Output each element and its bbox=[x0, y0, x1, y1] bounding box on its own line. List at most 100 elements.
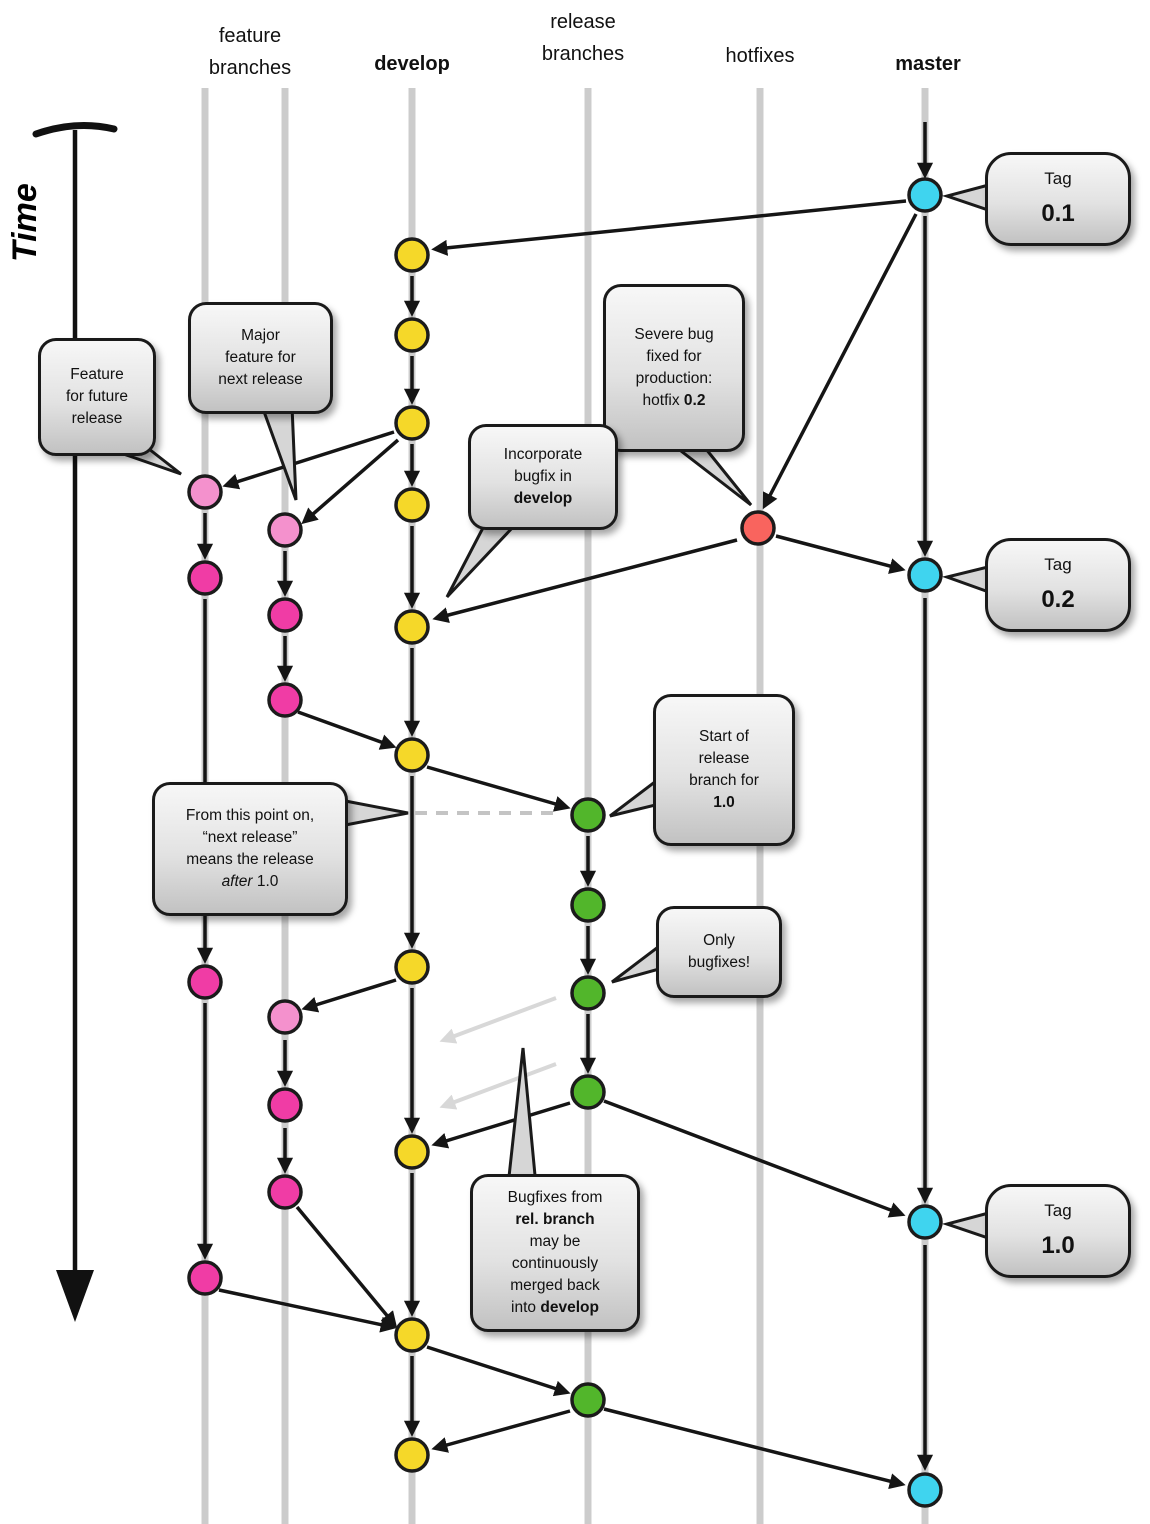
callout-text-line: merged back bbox=[510, 1277, 600, 1294]
commit-feature2-4 bbox=[267, 999, 303, 1035]
commit-develop-7 bbox=[394, 949, 430, 985]
callout-text-line: “next release” bbox=[202, 829, 298, 846]
column-header-line: hotfixes bbox=[725, 45, 795, 67]
commit-feature1-4 bbox=[187, 1260, 223, 1296]
edge-develop9-release5 bbox=[426, 1345, 571, 1397]
commit-master-tag-1-0 bbox=[907, 1204, 943, 1240]
callout-text-line: for future bbox=[65, 388, 129, 405]
callout-text-line: may be bbox=[529, 1233, 581, 1250]
edge-release-develop-hint-2 bbox=[439, 1062, 557, 1110]
edge-master1-hotfix1 bbox=[762, 213, 918, 510]
column-header-release-branches: release branches bbox=[542, 6, 624, 70]
edge-develop3-feature1 bbox=[222, 430, 395, 490]
commit-release-1 bbox=[570, 797, 606, 833]
edge-feature2f-develop9 bbox=[295, 1205, 398, 1328]
commit-develop-5 bbox=[394, 609, 430, 645]
commit-feature2-5 bbox=[267, 1087, 303, 1123]
callout-text-line: rel. branch bbox=[515, 1211, 595, 1228]
commit-feature1-1 bbox=[187, 474, 223, 510]
time-axis-label: Time bbox=[6, 183, 44, 262]
column-header-line: feature bbox=[218, 25, 282, 47]
edge-develop3-feature2 bbox=[301, 438, 400, 525]
callout-text-line: Start of bbox=[699, 728, 749, 745]
callout-tail-bugfixes-merged-back bbox=[506, 1047, 538, 1188]
edge-develop6-release1 bbox=[426, 765, 571, 812]
callout-text-line: Incorporate bbox=[503, 446, 583, 463]
callout-incorporate-bugfix: Incorporate bugfix in develop bbox=[468, 424, 618, 530]
callout-tail-severe-bug bbox=[667, 442, 753, 507]
callout-tail-major-feature bbox=[259, 404, 298, 501]
commit-release-5 bbox=[570, 1382, 606, 1418]
callout-text-line: Feature bbox=[70, 366, 124, 383]
commit-develop-1 bbox=[394, 237, 430, 273]
callout-text-line: into develop bbox=[511, 1299, 599, 1316]
column-header-master: master bbox=[895, 48, 961, 80]
edge-hotfix-master2 bbox=[775, 534, 906, 574]
commit-release-4 bbox=[570, 1074, 606, 1110]
column-header-line: branches bbox=[208, 57, 292, 79]
callout-text-line: branch for bbox=[689, 772, 759, 789]
callout-from-this-point: From this point on, “next release” means t… bbox=[152, 782, 348, 916]
column-header-line: branches bbox=[541, 43, 625, 65]
commit-feature2-2 bbox=[267, 597, 303, 633]
callout-text-line: Bugfixes from bbox=[507, 1189, 603, 1206]
callout-text-line: 1.0 bbox=[1041, 1232, 1075, 1260]
callout-text-line: Major bbox=[241, 327, 280, 344]
callout-tail-from-this-point bbox=[338, 798, 409, 828]
edge-release-develop-hint-1 bbox=[439, 996, 557, 1044]
callout-text-line: fixed for bbox=[646, 348, 702, 365]
callout-text-line: bugfix in bbox=[514, 468, 572, 485]
commit-develop-8 bbox=[394, 1134, 430, 1170]
commit-develop-6 bbox=[394, 737, 430, 773]
commit-feature1-2 bbox=[187, 560, 223, 596]
callout-text-line: release bbox=[71, 410, 123, 427]
callout-text-line: 0.1 bbox=[1041, 200, 1075, 228]
time-axis-arrowhead bbox=[56, 1270, 94, 1322]
callout-text-line: Tag bbox=[1044, 168, 1072, 188]
commit-release-3 bbox=[570, 975, 606, 1011]
commit-develop-2 bbox=[394, 317, 430, 353]
edge-develop7-feature2d bbox=[301, 978, 397, 1013]
edge-hotfix-develop5 bbox=[432, 538, 738, 623]
callout-text-line: Tag bbox=[1044, 1200, 1072, 1220]
commit-master-tag-0-2 bbox=[907, 557, 943, 593]
commit-develop-9 bbox=[394, 1317, 430, 1353]
edge-feature1d-develop9 bbox=[218, 1288, 397, 1333]
callout-feature-future: Feature for future release bbox=[38, 338, 156, 456]
callout-text-line: develop bbox=[513, 490, 573, 507]
callout-text-line: means the release bbox=[186, 851, 314, 868]
column-header-line: release bbox=[550, 11, 616, 33]
callout-text-line: bugfixes! bbox=[687, 954, 751, 971]
edge-release4-develop8 bbox=[431, 1101, 571, 1149]
callout-text-line: From this point on, bbox=[185, 807, 315, 824]
callout-bugfixes-merged-back: Bugfixes from rel. branch may be continuous… bbox=[470, 1174, 640, 1332]
column-header-develop: develop bbox=[374, 48, 450, 80]
commit-feature2-1 bbox=[267, 512, 303, 548]
column-header-hotfixes: hotfixes bbox=[726, 40, 795, 72]
column-header-feature-branches: feature branches bbox=[209, 20, 291, 84]
callout-text-line: feature for bbox=[225, 349, 296, 366]
edge-release5-develop10 bbox=[431, 1409, 571, 1453]
commit-feature2-6 bbox=[267, 1174, 303, 1210]
callout-tag-1-0: Tag 1.0 bbox=[985, 1184, 1131, 1278]
callout-text-line: after 1.0 bbox=[221, 873, 279, 890]
time-axis-top-tick bbox=[32, 122, 118, 138]
commit-master-4 bbox=[907, 1472, 943, 1508]
edge-release5-master4 bbox=[603, 1407, 906, 1490]
edge-release4-master3 bbox=[603, 1099, 906, 1218]
callout-text-line: Tag bbox=[1044, 554, 1072, 574]
edge-master1-develop1 bbox=[431, 199, 907, 256]
commit-develop-4 bbox=[394, 487, 430, 523]
callout-text-line: hotfix 0.2 bbox=[642, 392, 706, 409]
column-header-line: master bbox=[895, 53, 961, 75]
callout-text-line: continuously bbox=[511, 1255, 599, 1272]
callout-text-line: release bbox=[698, 750, 750, 767]
callout-tag-0-1: Tag 0.1 bbox=[985, 152, 1131, 246]
commit-release-2 bbox=[570, 887, 606, 923]
commit-hotfix-0-2 bbox=[740, 510, 776, 546]
